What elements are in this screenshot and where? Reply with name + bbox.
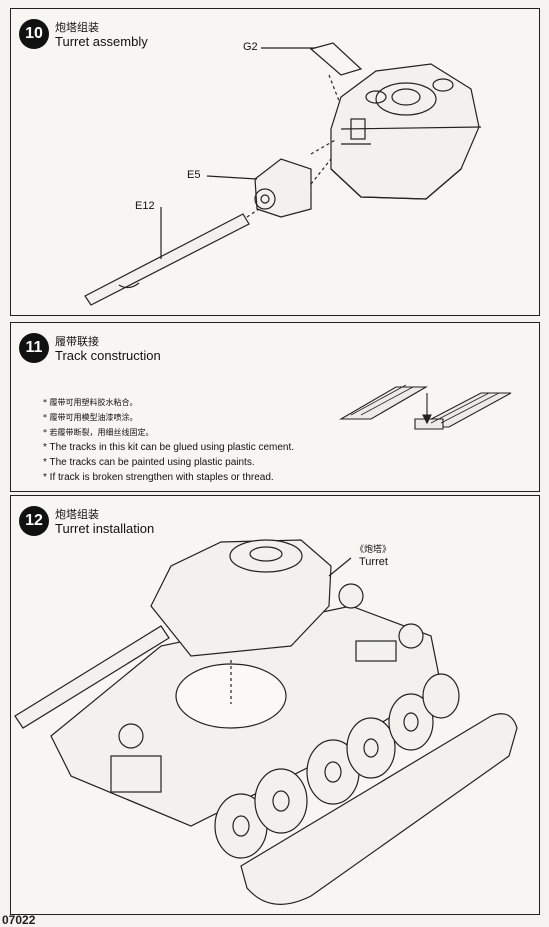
track-notes: * 履带可用塑料胶水粘合。 * 履带可用模型油漆喷涂。 * 若履带断裂，用细丝线… — [43, 395, 294, 485]
note-line: * 履带可用塑料胶水粘合。 — [43, 398, 138, 407]
step-12-panel: 12 炮塔组装 Turret installation 《炮塔》 Turret — [10, 495, 540, 915]
step-number-badge: 11 — [19, 333, 49, 363]
callout-e12: E12 — [135, 200, 155, 212]
callout-turret-en: Turret — [359, 556, 388, 568]
note-line: * The tracks in this kit can be glued us… — [43, 442, 295, 453]
step-number-badge: 10 — [19, 19, 49, 49]
callout-g2: G2 — [243, 41, 258, 53]
step-title-cn: 履带联接 — [55, 335, 99, 348]
tank-installation-illustration — [14, 539, 518, 905]
step-title-en: Track construction — [55, 348, 161, 363]
step-10-panel: 10 炮塔组装 Turret assembly G2 E5 E12 — [10, 8, 540, 316]
turret-assembly-illustration — [84, 42, 482, 306]
callout-e5: E5 — [187, 169, 201, 181]
step-title-cn: 炮塔组装 — [55, 21, 99, 34]
note-line: * The tracks can be painted using plasti… — [43, 457, 255, 468]
note-line: * 履带可用模型油漆喷涂。 — [43, 413, 138, 422]
callout-turret-cn: 《炮塔》 — [355, 545, 392, 555]
note-line: * If track is broken strengthen with sta… — [43, 472, 274, 483]
step-11-panel: 11 履带联接 Track construction * 履带可用塑料胶水粘合。… — [10, 322, 540, 492]
step-title-en: Turret installation — [55, 521, 155, 536]
note-line: * 若履带断裂，用细丝线固定。 — [43, 428, 154, 437]
page-code: 07022 — [2, 913, 36, 927]
step-title-cn: 炮塔组装 — [55, 508, 99, 521]
step-number-badge: 12 — [19, 506, 49, 536]
track-link-illustration — [338, 384, 512, 430]
step-title-en: Turret assembly — [55, 34, 148, 49]
